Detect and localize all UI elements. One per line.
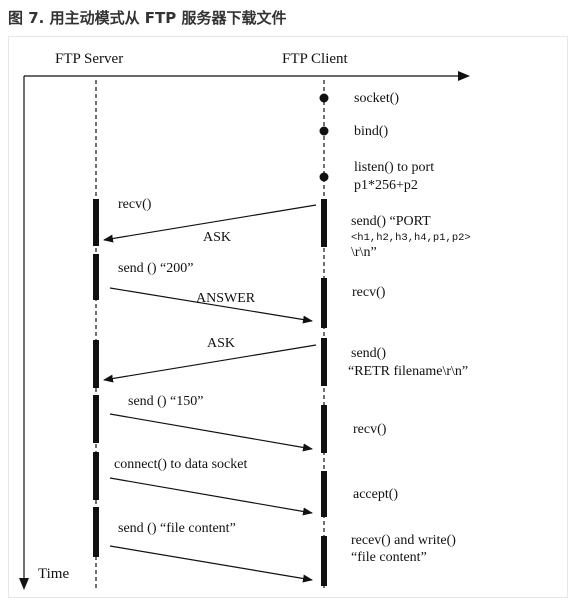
server-activation-recv-retr bbox=[93, 340, 99, 388]
arrow-retr-ask bbox=[103, 344, 317, 383]
client-activation-recv2 bbox=[321, 405, 327, 453]
server-activation-send-file bbox=[93, 507, 99, 557]
server-activation-send-200 bbox=[93, 254, 99, 300]
server-call-send-200: send () “200” bbox=[118, 261, 193, 276]
client-call-accept: accept() bbox=[353, 487, 398, 502]
client-call-send-port-1: send() “PORT bbox=[351, 214, 431, 229]
time-axis-arrowhead bbox=[19, 578, 29, 590]
server-activation-recv bbox=[93, 199, 99, 246]
client-activation-accept bbox=[321, 471, 327, 517]
server-call-connect: connect() to data socket bbox=[114, 457, 247, 472]
client-call-send-retr-1: send() bbox=[351, 346, 386, 361]
client-dot-bind bbox=[319, 126, 329, 136]
client-call-recev-write-2: “file content” bbox=[351, 550, 427, 565]
arrow-label-ask-2: ASK bbox=[207, 336, 235, 351]
client-activation-recev-write bbox=[321, 536, 327, 586]
server-label: FTP Server bbox=[55, 51, 123, 67]
client-call-send-port-3: \r\n” bbox=[351, 245, 377, 260]
client-call-bind: bind() bbox=[354, 124, 389, 139]
client-call-recv-1: recv() bbox=[352, 285, 386, 300]
arrow-label-ask-1: ASK bbox=[203, 230, 231, 245]
client-activation-recv1 bbox=[321, 278, 327, 328]
client-activation-send-port bbox=[321, 199, 327, 247]
client-call-recev-write-1: recev() and write() bbox=[351, 533, 456, 548]
client-call-listen-2: p1*256+p2 bbox=[354, 178, 418, 193]
client-activation-send-retr bbox=[321, 338, 327, 386]
server-call-recv: recv() bbox=[118, 197, 152, 212]
figure-caption: 图 7. 用主动模式从 FTP 服务器下载文件 bbox=[8, 9, 287, 27]
arrow-connect bbox=[109, 477, 313, 516]
client-dot-listen bbox=[319, 172, 329, 182]
client-call-send-port-2: <h1,h2,h3,h4,p1,p2> bbox=[351, 232, 471, 244]
client-label: FTP Client bbox=[282, 51, 349, 67]
arrow-file-content bbox=[109, 545, 313, 583]
client-dot-socket bbox=[319, 93, 329, 103]
top-axis-arrowhead bbox=[458, 71, 470, 81]
server-call-send-150: send () “150” bbox=[128, 394, 203, 409]
server-activation-send-150 bbox=[93, 395, 99, 443]
client-call-listen-1: listen() to port bbox=[354, 160, 434, 175]
arrow-150 bbox=[109, 413, 313, 452]
arrow-label-answer: ANSWER bbox=[196, 291, 256, 306]
arrow-answer-200 bbox=[109, 287, 313, 324]
client-call-recv-2: recv() bbox=[353, 422, 387, 437]
client-call-send-retr-2: “RETR filename\r\n” bbox=[348, 364, 468, 379]
server-call-send-file: send () “file content” bbox=[118, 521, 236, 536]
arrow-port-ask bbox=[103, 204, 317, 243]
client-call-socket: socket() bbox=[354, 91, 399, 106]
time-label: Time bbox=[38, 566, 69, 582]
server-activation-connect bbox=[93, 452, 99, 500]
